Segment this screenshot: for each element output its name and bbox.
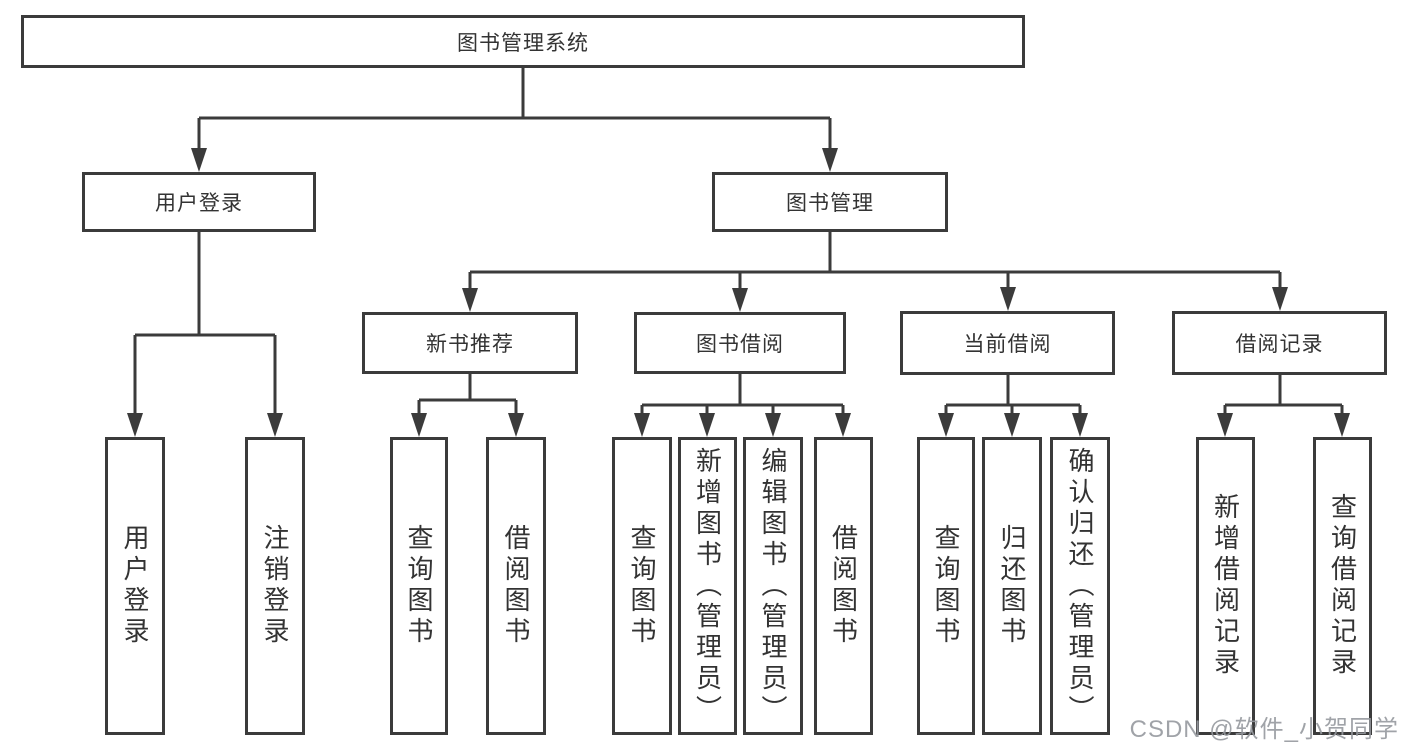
node-current-borrow-label: 当前借阅 bbox=[963, 333, 1052, 356]
leaf-logout: 注销登录 bbox=[245, 437, 305, 735]
leaf-return-books-label: 归还图书 bbox=[997, 524, 1027, 648]
edge-newrec-to-leaves bbox=[411, 374, 524, 437]
leaf-borrow-books-2: 借阅图书 bbox=[814, 437, 873, 735]
leaf-user-login: 用户登录 bbox=[105, 437, 165, 735]
leaf-query-books-3: 查询图书 bbox=[917, 437, 975, 735]
node-new-book-recommend: 新书推荐 bbox=[362, 312, 578, 374]
node-user-login-label: 用户登录 bbox=[155, 192, 243, 215]
node-user-login: 用户登录 bbox=[82, 172, 316, 232]
edge-bookmgmt-to-level3 bbox=[462, 232, 1288, 312]
node-borrow-records: 借阅记录 bbox=[1172, 311, 1387, 375]
node-book-borrow: 图书借阅 bbox=[634, 312, 846, 374]
leaf-edit-books-admin: 编辑图书（管理员） bbox=[743, 437, 803, 735]
node-book-borrow-label: 图书借阅 bbox=[696, 333, 784, 356]
leaf-return-books: 归还图书 bbox=[982, 437, 1042, 735]
edge-root-to-level2 bbox=[191, 68, 838, 172]
leaf-borrow-books-1: 借阅图书 bbox=[486, 437, 546, 735]
leaf-confirm-return-admin: 确认归还（管理员） bbox=[1050, 437, 1110, 735]
leaf-query-books-2-label: 查询图书 bbox=[627, 524, 657, 648]
node-book-management: 图书管理 bbox=[712, 172, 948, 232]
leaf-query-borrow-record: 查询借阅记录 bbox=[1313, 437, 1372, 735]
leaf-borrow-books-2-label: 借阅图书 bbox=[828, 524, 859, 648]
node-current-borrow: 当前借阅 bbox=[900, 311, 1115, 375]
leaf-add-borrow-record-label: 新增借阅记录 bbox=[1210, 493, 1241, 679]
node-borrow-records-label: 借阅记录 bbox=[1235, 333, 1324, 356]
leaf-logout-label: 注销登录 bbox=[260, 524, 290, 648]
csdn-watermark: CSDN @软件_小贺同学 bbox=[1129, 716, 1399, 743]
edge-borrow-to-leaves bbox=[634, 374, 851, 437]
leaf-query-books-2: 查询图书 bbox=[612, 437, 672, 735]
leaf-edit-books-admin-label: 编辑图书（管理员） bbox=[758, 446, 788, 726]
leaf-add-books-admin: 新增图书（管理员） bbox=[678, 437, 737, 735]
leaf-user-login-label: 用户登录 bbox=[120, 524, 150, 648]
leaf-add-borrow-record: 新增借阅记录 bbox=[1196, 437, 1255, 735]
edge-userlogin-to-leaves bbox=[127, 232, 283, 437]
edge-records-to-leaves bbox=[1217, 375, 1350, 437]
leaf-query-books-1-label: 查询图书 bbox=[404, 524, 434, 648]
node-root-label: 图书管理系统 bbox=[457, 31, 589, 55]
leaf-confirm-return-admin-label: 确认归还（管理员） bbox=[1065, 446, 1095, 726]
leaf-query-books-1: 查询图书 bbox=[390, 437, 448, 735]
leaf-query-books-3-label: 查询图书 bbox=[931, 524, 961, 648]
leaf-query-borrow-record-label: 查询借阅记录 bbox=[1327, 493, 1358, 679]
node-new-book-recommend-label: 新书推荐 bbox=[426, 333, 514, 356]
leaf-borrow-books-1-label: 借阅图书 bbox=[501, 524, 531, 648]
node-book-management-label: 图书管理 bbox=[786, 192, 874, 215]
leaf-add-books-admin-label: 新增图书（管理员） bbox=[692, 446, 723, 726]
node-root-system: 图书管理系统 bbox=[21, 15, 1025, 68]
edge-current-to-leaves bbox=[938, 375, 1088, 437]
